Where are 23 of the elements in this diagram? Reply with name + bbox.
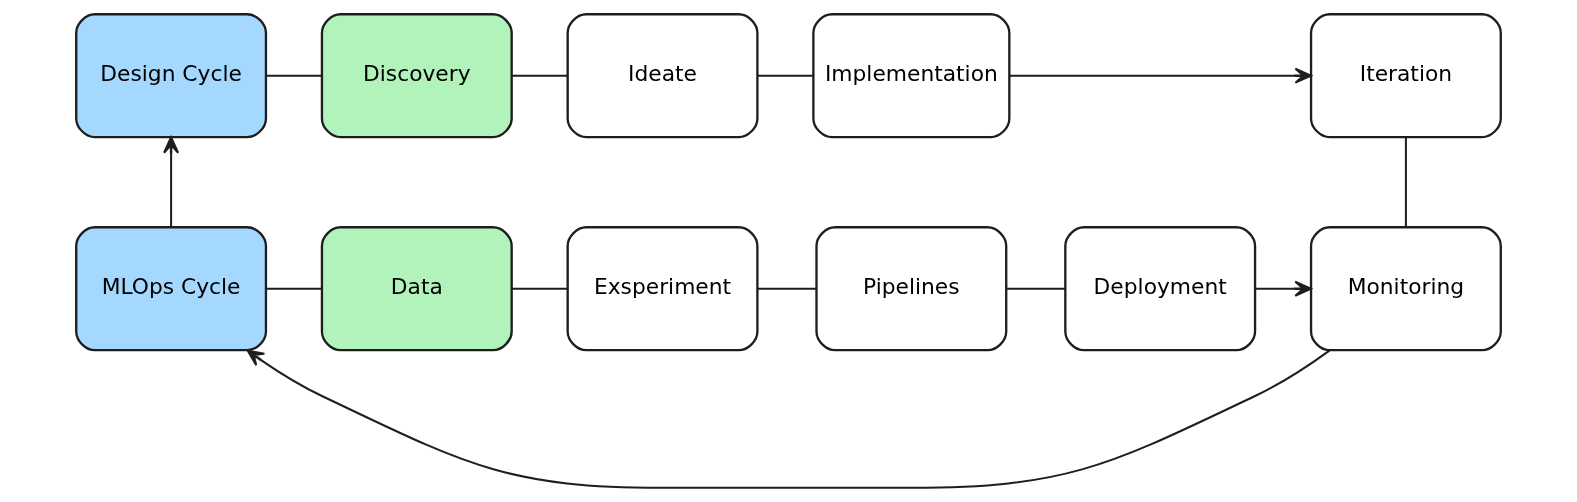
node-box: Data [320, 226, 513, 352]
node-box: Exsperiment [566, 226, 759, 352]
node-box: MLOps Cycle [75, 226, 268, 352]
node-box: Discovery [320, 13, 513, 139]
connector [266, 287, 322, 290]
connector [1404, 137, 1407, 228]
arrow [163, 136, 180, 228]
connector [266, 74, 322, 77]
node-box: Implementation [812, 13, 1011, 139]
node-box: Pipelines [815, 226, 1008, 352]
node-box: Design Cycle [75, 13, 268, 139]
arrow [1255, 280, 1312, 297]
connector [512, 287, 568, 290]
node-box: Deployment [1064, 226, 1257, 352]
node-box: Monitoring [1309, 226, 1502, 352]
arrow [246, 349, 1330, 489]
node-box: Iteration [1309, 13, 1502, 139]
arrow [1009, 67, 1312, 84]
connector [757, 287, 817, 290]
connector [757, 74, 814, 77]
node-box: Ideate [566, 13, 759, 139]
connector [512, 74, 568, 77]
connector [1006, 287, 1066, 290]
